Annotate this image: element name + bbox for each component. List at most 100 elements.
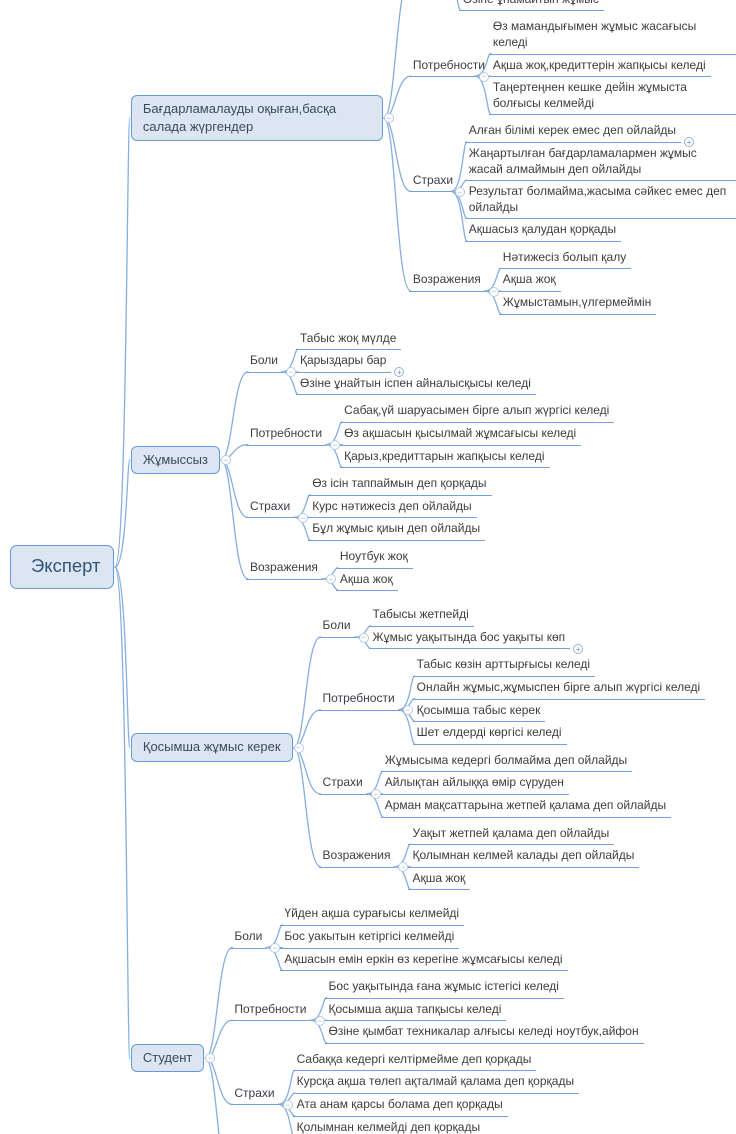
leaf-topic[interactable]: Қосымша ақша тапқысы келеді <box>324 1000 507 1022</box>
leaf-topic[interactable]: Алған білімі керек емес деп ойлайды+ <box>464 121 695 148</box>
leaf-topic[interactable]: Жұмыстамын,үлгермеймін <box>498 293 657 315</box>
branch-topic[interactable]: Студент− <box>130 1043 216 1073</box>
group-topic[interactable]: Возражения− <box>318 846 409 873</box>
expander-plus-icon[interactable]: + <box>573 643 584 654</box>
leaf-node: Курсқа ақша төлеп ақталмай қалама деп қо… <box>292 1072 580 1095</box>
leaf-node: Қарыз,кредиттарын жапқысы келеді <box>340 447 614 469</box>
branch-topic[interactable]: Жұмыссыз− <box>130 445 231 475</box>
group-topic[interactable]: Боли− <box>245 351 296 378</box>
expander-minus-icon[interactable]: − <box>478 71 489 82</box>
leaf-topic[interactable]: Өзіне ұнайтын іспен айналысқысы келеді <box>295 374 536 396</box>
leaf-topic[interactable]: Айлықтан айлыққа өмір сүруден <box>380 773 569 795</box>
leaf-topic-text: Қолымнан келмейді деп қорқады <box>296 1119 481 1134</box>
leaf-topic-text: Онлайн жұмыс,жұмыспен бірге алып жүргісі… <box>416 679 701 694</box>
leaf-topic[interactable]: Үйден ақша сурағысы келмейді <box>280 904 465 926</box>
group-topic[interactable]: Возражения− <box>408 270 499 297</box>
expander-minus-icon[interactable]: − <box>488 286 499 297</box>
leaf-topic[interactable]: Курсқа ақша төлеп ақталмай қалама деп қо… <box>292 1072 580 1095</box>
leaf-topic[interactable]: Онлайн жұмыс,жұмыспен бірге алып жүргісі… <box>412 678 706 700</box>
expander-minus-icon[interactable]: − <box>358 632 369 643</box>
leaf-node: Таңертеңнен кешке дейін жұмыста болғысы … <box>488 78 736 116</box>
expander-minus-icon[interactable]: − <box>314 1015 325 1026</box>
leaf-topic[interactable]: Ноутбук жоқ <box>335 547 413 569</box>
leaf-topic[interactable]: Курс нәтижесіз деп ойлайды <box>308 497 477 519</box>
leaf-topic[interactable]: Нәтижесіз болып қалу <box>498 248 632 270</box>
leaf-topic[interactable]: Таңертеңнен кешке дейін жұмыста болғысы … <box>488 78 736 116</box>
leaves-column: Сабақ,үй шаруасымен бірге алып жүргісі к… <box>340 401 615 469</box>
branch-topic[interactable]: Қосымша жұмыс керек− <box>130 733 304 763</box>
branch-topic[interactable]: Бағдарламалауды оқыған,басқа салада жүрг… <box>130 95 394 142</box>
expander-minus-icon[interactable]: − <box>330 440 341 451</box>
leaf-node: Жұмысыма кедергі болмайма деп ойлайды <box>380 751 671 773</box>
expander-plus-icon[interactable]: + <box>394 367 405 378</box>
group-topic[interactable]: Потребности− <box>318 689 413 716</box>
leaf-topic[interactable]: Ақша жоқ <box>498 270 561 293</box>
leaf-topic[interactable]: Табыс жоқ мүлде <box>295 329 402 351</box>
group-topic[interactable]: Боли− <box>318 616 369 643</box>
leaf-topic[interactable]: Шет елдерді көргісі келеді <box>412 723 567 745</box>
expander-minus-icon[interactable]: − <box>402 705 413 716</box>
leaf-topic[interactable]: Қолымнан келмей калады деп ойлайды <box>408 846 640 868</box>
leaf-topic[interactable]: Ақша жоқ <box>335 570 398 592</box>
leaf-topic[interactable]: Өзіне қымбат техникалар алғысы келеді но… <box>324 1022 644 1044</box>
leaf-topic[interactable]: Сабақ,үй шаруасымен бірге алып жүргісі к… <box>340 401 615 424</box>
expander-minus-icon[interactable]: − <box>282 1099 293 1110</box>
group-topic[interactable]: Страхи− <box>318 773 381 800</box>
groups-column: Боли−Диплом босқа жатырМамандық бойынша … <box>408 0 736 315</box>
expander-minus-icon[interactable]: − <box>454 186 465 197</box>
group-topic[interactable]: Страхи− <box>230 1084 293 1110</box>
leaf-topic[interactable]: Арман мақсаттарына жетпей қалама деп ойл… <box>380 796 672 818</box>
group-topic[interactable]: Страхи− <box>245 497 309 523</box>
leaf-topic[interactable]: Қарыз,кредиттарын жапқысы келеді <box>340 447 550 469</box>
leaf-topic[interactable]: Өзіне ұнамайтын жұмыс <box>458 0 604 12</box>
expander-minus-icon[interactable]: − <box>325 574 336 585</box>
leaf-topic[interactable]: Бос уакытын кетіргісі келмейді <box>280 927 460 949</box>
group-topic[interactable]: Потребности− <box>408 56 489 82</box>
root-topic-text: Эксперт <box>31 555 101 577</box>
leaf-topic[interactable]: Ақшасыз қалудан қорқады <box>464 220 622 242</box>
expander-minus-icon[interactable]: − <box>370 789 381 800</box>
group-topic[interactable]: Боли− <box>230 927 281 953</box>
expander-minus-icon[interactable]: − <box>270 943 281 953</box>
expander-minus-icon[interactable]: − <box>285 367 296 378</box>
leaf-topic[interactable]: Қарыздары бар+ <box>295 351 405 378</box>
leaf-topic[interactable]: Результат болмайма,жасыма сәйкес емес де… <box>464 182 736 220</box>
leaf-topic[interactable]: Қолымнан келмейді деп қорқады <box>293 1118 486 1134</box>
leaf-topic[interactable]: Бұл жұмыс қиын деп ойлайды <box>308 519 486 541</box>
leaf-topic[interactable]: Сабаққа кедергі келтірмейме деп қорқады <box>292 1050 537 1072</box>
leaves-column: Диплом босқа жатырМамандық бойынша жұмыс… <box>458 0 646 12</box>
root-topic[interactable]: Эксперт <box>10 545 114 589</box>
expander-plus-icon[interactable]: + <box>684 137 695 148</box>
leaf-topic[interactable]: Уақыт жетпей қалама деп ойлайды <box>408 824 615 846</box>
leaf-topic-text: Сабаққа кедергі келтірмейме деп қорқады <box>296 1051 532 1066</box>
leaf-topic[interactable]: Қосымша табыс керек <box>412 701 546 723</box>
group-topic-text: Потребности <box>249 426 323 441</box>
expander-minus-icon[interactable]: − <box>220 454 231 465</box>
leaf-topic[interactable]: Өз мамандығымен жұмыс жасағысы келеді <box>488 17 736 55</box>
leaf-topic[interactable]: Ақша жоқ <box>408 869 471 891</box>
leaf-topic[interactable]: Ақша жоқ,кредиттерін жапқысы келеді <box>488 56 711 78</box>
expander-minus-icon[interactable]: − <box>398 862 409 873</box>
leaf-node: Жаңартылған бағдарламалармен жұмыс жасай… <box>464 144 736 182</box>
leaf-topic-text: Айлықтан айлыққа өмір сүруден <box>384 775 564 790</box>
expander-minus-icon[interactable]: − <box>205 1053 216 1064</box>
expander-minus-icon[interactable]: − <box>383 113 394 124</box>
leaf-topic[interactable]: Жаңартылған бағдарламалармен жұмыс жасай… <box>464 144 736 182</box>
leaf-topic[interactable]: Өз ақшасын қысылмай жұмсағысы келеді <box>340 424 582 446</box>
leaf-topic[interactable]: Ата анам қарсы болама деп қорқады <box>292 1095 508 1117</box>
group-topic[interactable]: Страхи− <box>408 171 465 197</box>
leaf-topic[interactable]: Жұмысыма кедергі болмайма деп ойлайды <box>380 751 633 773</box>
leaf-topic[interactable]: Ақшасын емін еркін өз керегіне жұмсағысы… <box>280 950 568 972</box>
group-topic[interactable]: Потребности− <box>245 424 341 451</box>
leaf-topic-text: Үйден ақша сурағысы келмейді <box>284 906 460 921</box>
leaf-topic[interactable]: Бос уақытында ғана жұмыс істегісі келеді <box>324 977 564 999</box>
expander-minus-icon[interactable]: − <box>293 742 304 753</box>
leaf-topic[interactable]: Жұмыс уақытында бос уақыты көп+ <box>368 628 584 654</box>
group-topic[interactable]: Возражения− <box>245 558 336 585</box>
leaf-topic[interactable]: Табыс көзін арттырғысы келеді <box>412 655 596 677</box>
group-topic[interactable]: Потребности− <box>230 1000 325 1026</box>
expander-minus-icon[interactable]: − <box>298 512 309 523</box>
leaf-topic[interactable]: Табысы жетпейді <box>368 605 474 627</box>
leaf-topic[interactable]: Өз ісін таппаймын деп қорқады <box>308 474 492 496</box>
